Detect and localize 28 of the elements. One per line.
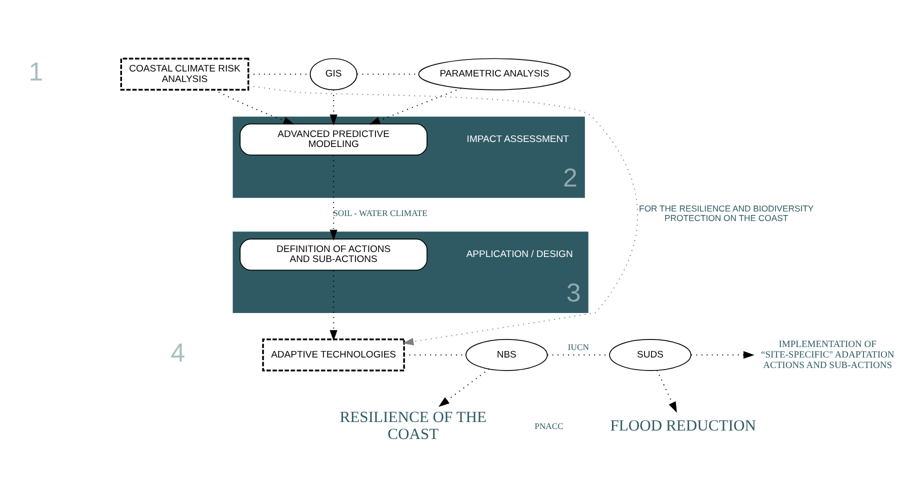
- label: PNACC: [534, 420, 564, 431]
- node-box: ADAPTIVE TECHNOLOGIES: [262, 338, 405, 372]
- node-ellipse: NBS: [466, 338, 548, 371]
- edge-label: IUCN: [568, 342, 589, 352]
- node-text: RESILIENCE OF THE COAST: [340, 408, 487, 444]
- arrow: [369, 88, 462, 125]
- node-ellipse: GIS: [310, 58, 358, 90]
- node-text: FLOOD REDUCTION: [610, 418, 756, 435]
- arrow: [438, 368, 490, 407]
- arrow: [691, 351, 754, 359]
- node-text: APPLICATION / DESIGN: [466, 249, 573, 260]
- arrow: [330, 155, 338, 241]
- node-ellipse: PARAMETRIC ANALYSIS: [418, 58, 571, 90]
- node-text: IMPLEMENTATION OF “SITE-SPECIFIC" ADAPTATION ACTIONS AND SUB-ACTIONS: [760, 340, 894, 371]
- arrow: [248, 85, 638, 346]
- arrow: [330, 270, 338, 341]
- node-label: 4: [170, 339, 186, 368]
- arrow: [214, 89, 294, 125]
- arrow: [330, 90, 338, 126]
- node-box: COASTAL CLIMATE RISK ANALYSIS: [120, 58, 250, 91]
- node-box: ADVANCED PREDICTIVE MODELING: [240, 124, 428, 156]
- node-text: IMPACT ASSESSMENT: [466, 134, 569, 145]
- node-label: 1: [28, 58, 44, 87]
- node-box: DEFINITION OF ACTIONS AND SUB-ACTIONS: [240, 238, 428, 271]
- arrow: [656, 370, 677, 413]
- edge-label: FOR THE RESILIENCE AND BIODIVERSITY PROTECTION ON THE COAST: [639, 203, 814, 223]
- node-ellipse: SUDS: [609, 338, 692, 371]
- edge-label: SOIL - WATER CLIMATE: [333, 208, 428, 218]
